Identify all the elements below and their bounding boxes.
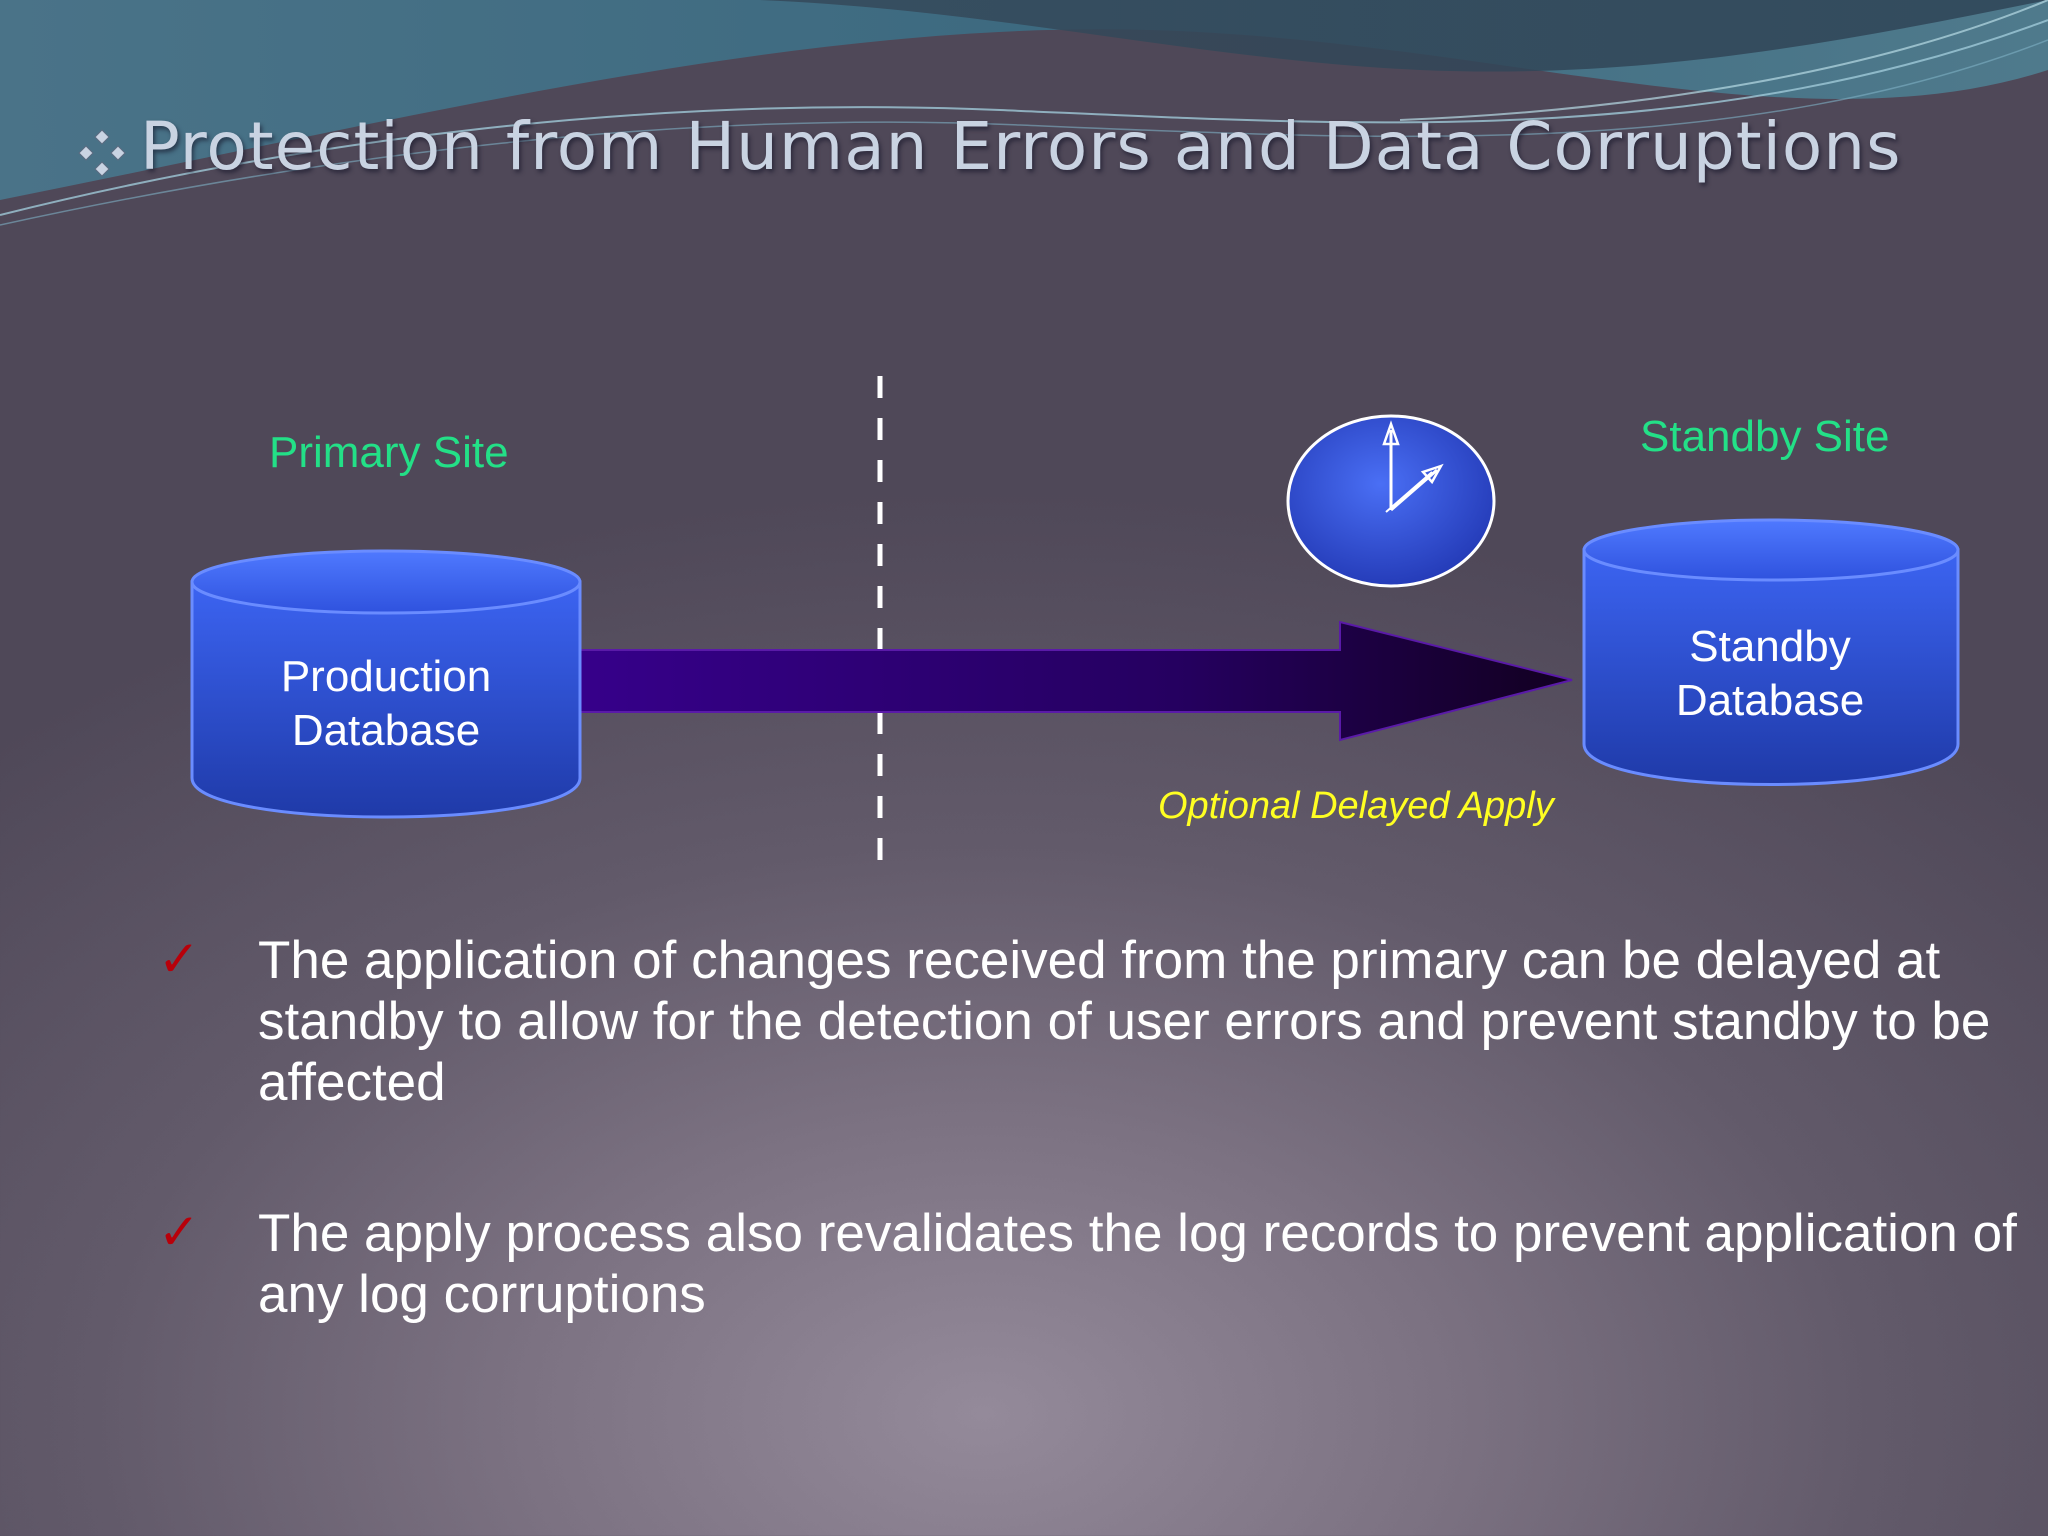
bullet-text: The application of changes received from… (258, 931, 1991, 1112)
redo-transport-arrow (579, 620, 1573, 742)
optional-delayed-apply-label: Optional Delayed Apply (1158, 785, 1554, 827)
primary-site-label: Primary Site (269, 428, 509, 477)
checkmark-icon: ✓ (158, 1203, 200, 1261)
header-swoosh-decoration (0, 0, 2048, 226)
slide-title: Protection from Human Errors and Data Co… (140, 108, 1902, 185)
production-database-label-line2: Database (291, 706, 481, 755)
production-database-label: Production Database (216, 650, 556, 758)
production-database-label-line1: Production (280, 652, 492, 701)
standby-site-label: Standby Site (1640, 412, 1890, 461)
production-database-cylinder (190, 549, 582, 819)
standby-database-label-line2: Database (1675, 676, 1865, 725)
standby-database-label-line1: Standby (1689, 622, 1851, 671)
bullet-text: The apply process also revalidates the l… (258, 1204, 2017, 1324)
checkmark-icon: ✓ (158, 930, 200, 988)
four-diamond-bullet-icon (78, 129, 126, 177)
clock-icon (1286, 414, 1496, 588)
standby-database-label: Standby Database (1600, 620, 1940, 728)
standby-database-cylinder (1582, 518, 1960, 786)
